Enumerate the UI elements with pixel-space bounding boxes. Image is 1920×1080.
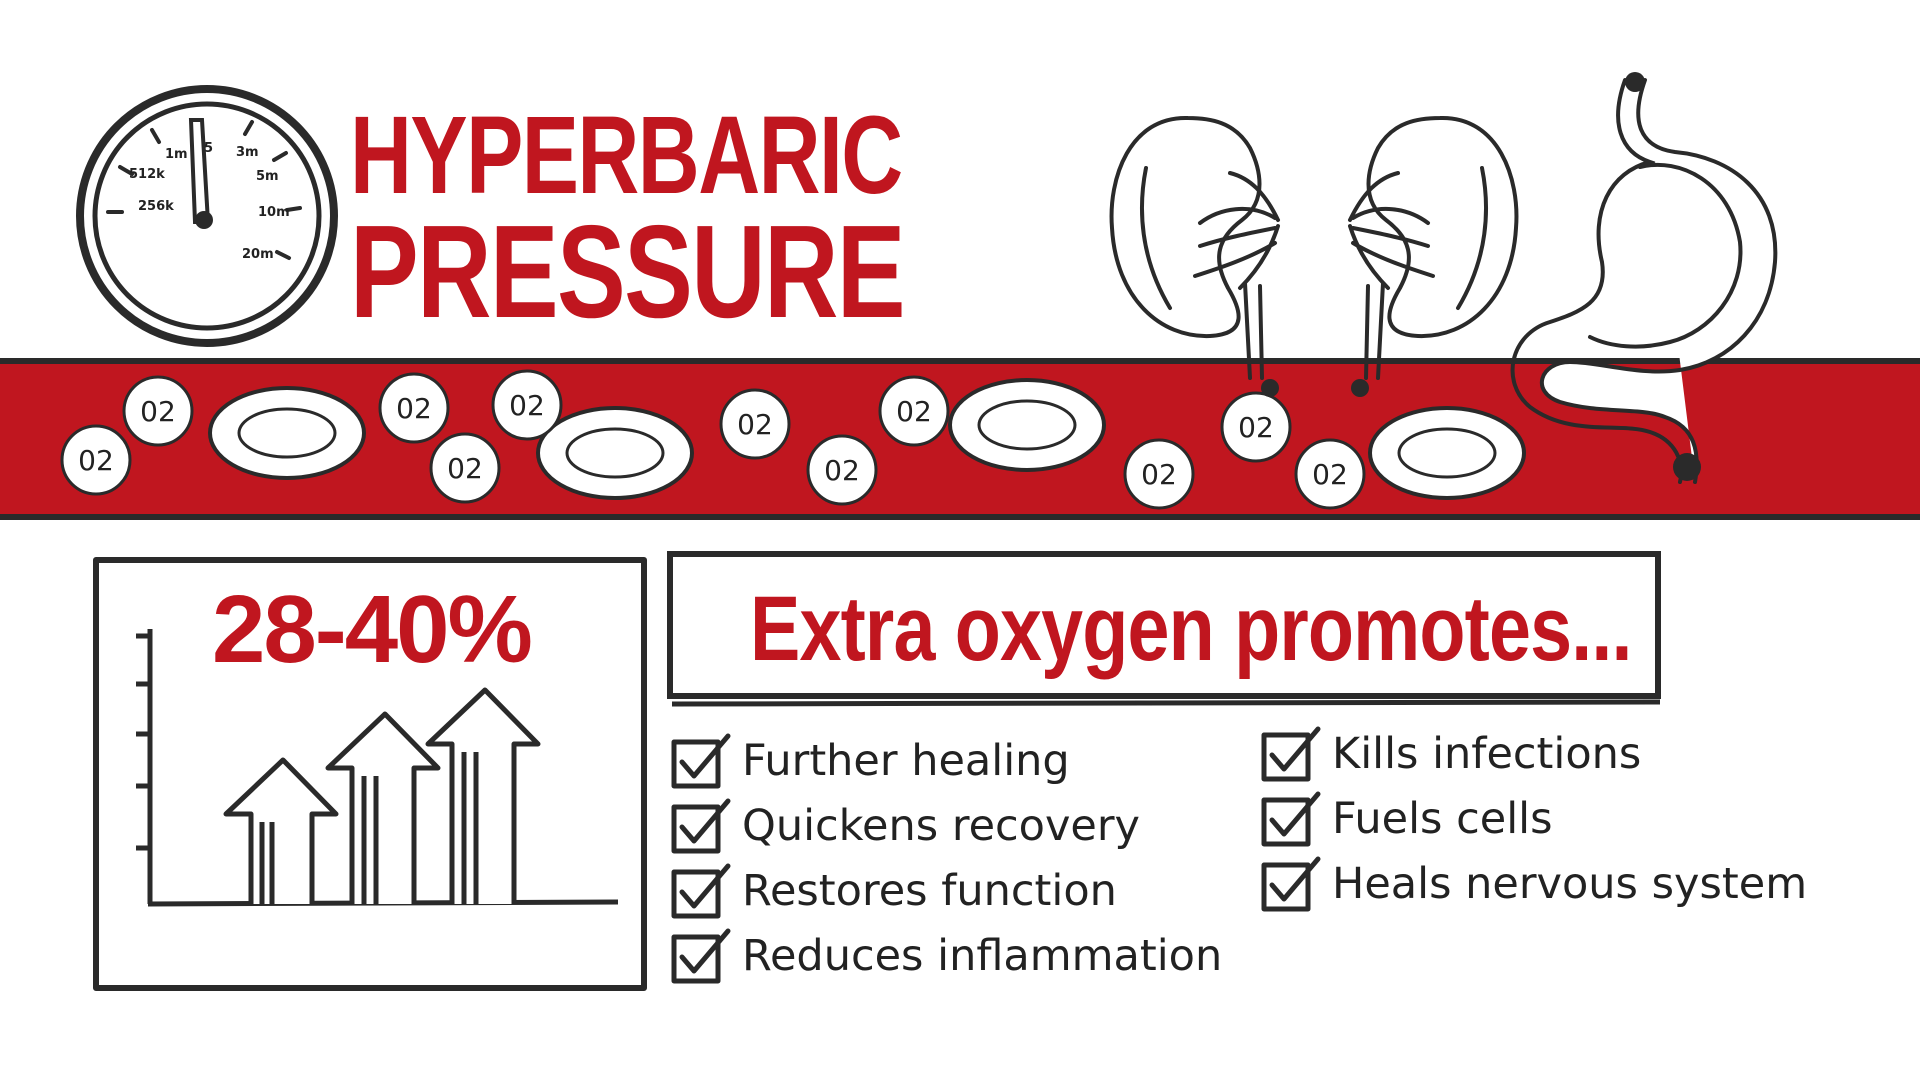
o2-label: 02 [896,395,932,428]
checkbox-checked-icon [671,733,731,789]
stat-percentage: 28-40% [212,576,533,683]
o2-label: 02 [447,452,483,485]
growth-arrow [325,711,441,904]
gauge-label: 20m [242,247,274,262]
o2-bubble: 02 [491,369,563,441]
blood-cell [536,406,694,500]
checkbox-checked-icon [671,863,731,919]
gauge-label: 10m [258,205,290,220]
checkbox-checked-icon [671,928,731,984]
growth-arrow [223,757,339,904]
stomach-icon [1510,72,1778,484]
o2-label: 02 [78,444,114,477]
benefit-item: Kills infections [1260,719,1641,789]
gauge-label: 5 [204,141,213,156]
benefit-label: Reduces inflammation [742,931,1223,981]
benefit-item: Restores function [670,856,1117,926]
gauge-label: 256k [138,199,174,214]
benefit-label: Heals nervous system [1332,859,1808,909]
o2-label: 02 [1312,458,1348,491]
gauge-label: 3m [236,145,259,160]
o2-bubble: 02 [378,372,450,444]
benefit-item: Quickens recovery [670,791,1140,861]
gauge-label: 5m [256,169,279,184]
title-hyperbaric: HYPERBARIC [350,94,903,217]
growth-arrow [425,687,541,904]
o2-bubble: 02 [429,432,501,504]
o2-label: 02 [824,454,860,487]
gauge-label: 512k [129,167,165,182]
checkbox-checked-icon [1261,791,1321,847]
o2-bubble: 02 [1123,438,1195,510]
o2-bubble: 02 [60,424,132,496]
benefit-item: Reduces inflammation [670,921,1222,991]
o2-bubble: 02 [1220,391,1292,463]
stat-box [93,557,647,991]
checkbox-checked-icon [1261,856,1321,912]
blood-cell [948,378,1106,472]
benefits-heading: Extra oxygen promotes... [750,578,1632,680]
benefit-item: Fuels cells [1260,784,1553,854]
benefit-item: Heals nervous system [1260,849,1807,919]
blood-cell [1368,406,1526,500]
benefit-label: Restores function [742,866,1117,916]
checkbox-checked-icon [671,798,731,854]
blood-cell [208,386,366,480]
benefit-label: Quickens recovery [742,801,1141,851]
title-pressure: PRESSURE [350,198,906,345]
o2-bubble: 02 [806,434,878,506]
o2-label: 02 [737,408,773,441]
o2-label: 02 [509,389,545,422]
o2-bubble: 02 [878,375,950,447]
o2-bubble: 02 [122,375,194,447]
gauge-label: 1m [165,147,188,162]
o2-label: 02 [396,392,432,425]
checkbox-checked-icon [1261,726,1321,782]
benefit-item: Further healing [670,726,1070,796]
pressure-gauge-icon: 256k 512k 1m 5 3m 5m 10m 20m [76,85,338,347]
o2-label: 02 [140,395,176,428]
o2-label: 02 [1238,411,1274,444]
heading-box [667,551,1661,707]
o2-bubble: 02 [1294,438,1366,510]
benefit-label: Fuels cells [1332,794,1553,844]
kidneys-icon [1109,115,1519,397]
benefit-label: Further healing [742,736,1070,786]
o2-bubble: 02 [719,388,791,460]
o2-label: 02 [1141,458,1177,491]
benefit-label: Kills infections [1332,729,1642,779]
